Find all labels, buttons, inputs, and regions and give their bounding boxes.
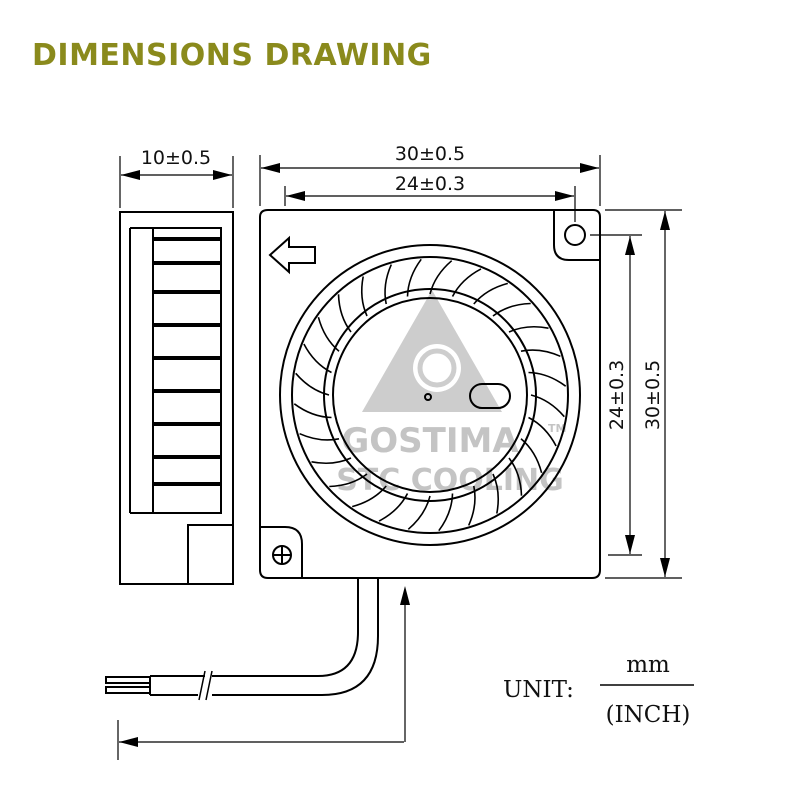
- fan-side-view: [119, 211, 234, 585]
- fan-blade-icon: [451, 268, 482, 297]
- fan-blade-icon: [351, 485, 387, 508]
- cable: [105, 578, 379, 701]
- watermark: GOSTIMA STC COOLING TM: [336, 290, 566, 498]
- hub-slot: [469, 383, 511, 409]
- fan-blade-icon: [378, 493, 409, 522]
- screw-cross-icon: [272, 545, 292, 565]
- mounting-hole-icon: [564, 224, 586, 246]
- fan-blade-icon: [337, 294, 352, 333]
- dim-thickness-label: 10±0.5: [141, 147, 211, 169]
- fan-blade-icon: [492, 473, 500, 514]
- fan-blades: [293, 258, 567, 532]
- fan-front-view: [259, 209, 601, 579]
- fan-blade-icon: [360, 276, 368, 317]
- fan-blade-icon: [303, 343, 332, 374]
- fan-blade-icon: [528, 371, 567, 387]
- fan-blade-icon: [429, 260, 453, 295]
- fan-blade-icon: [295, 372, 330, 396]
- mounting-ear-bottom: [260, 526, 303, 578]
- fan-blade-icon: [438, 493, 454, 532]
- fan-blade-icon: [329, 473, 368, 488]
- fan-blade-icon: [530, 394, 565, 418]
- hub-dot: [424, 393, 432, 401]
- dim-height-overall-label: 30±0.5: [642, 360, 664, 430]
- fan-blade-icon: [317, 316, 340, 352]
- fan-blade-icon: [508, 457, 523, 496]
- fan-blade-icon: [473, 282, 509, 305]
- unit-label: UNIT:: [503, 677, 574, 703]
- side-fins: [152, 227, 222, 514]
- watermark-subbrand: STC COOLING: [336, 463, 564, 498]
- airflow-arrow-icon: [268, 235, 316, 275]
- mounting-ear: [553, 210, 600, 261]
- fan-blade-icon: [508, 325, 549, 333]
- dim-width-holes-label: 24±0.3: [395, 173, 465, 195]
- dim-width-overall-label: 30±0.5: [395, 143, 465, 165]
- fan-blade-icon: [311, 457, 352, 465]
- unit-mm: mm: [626, 652, 670, 678]
- fan-blade-icon: [407, 495, 431, 530]
- fan-blade-icon: [528, 416, 557, 447]
- watermark-brand: GOSTIMA: [341, 421, 519, 461]
- fan-blade-icon: [299, 432, 340, 441]
- fan-blade-icon: [384, 264, 393, 305]
- fan-blade-icon: [520, 349, 561, 358]
- unit-inch: (INCH): [606, 702, 691, 728]
- dimension-arrows: [119, 163, 670, 747]
- watermark-tm: TM: [548, 422, 566, 435]
- unit-legend: UNIT: mm (INCH): [503, 652, 694, 728]
- dim-height-holes-label: 24±0.3: [606, 360, 628, 430]
- fan-blade-icon: [492, 302, 531, 317]
- page-title: DIMENSIONS DRAWING: [32, 38, 432, 73]
- fan-blade-icon: [293, 403, 332, 419]
- fan-blade-icon: [406, 258, 422, 297]
- fan-blade-icon: [467, 485, 476, 526]
- fan-blade-icon: [520, 438, 543, 474]
